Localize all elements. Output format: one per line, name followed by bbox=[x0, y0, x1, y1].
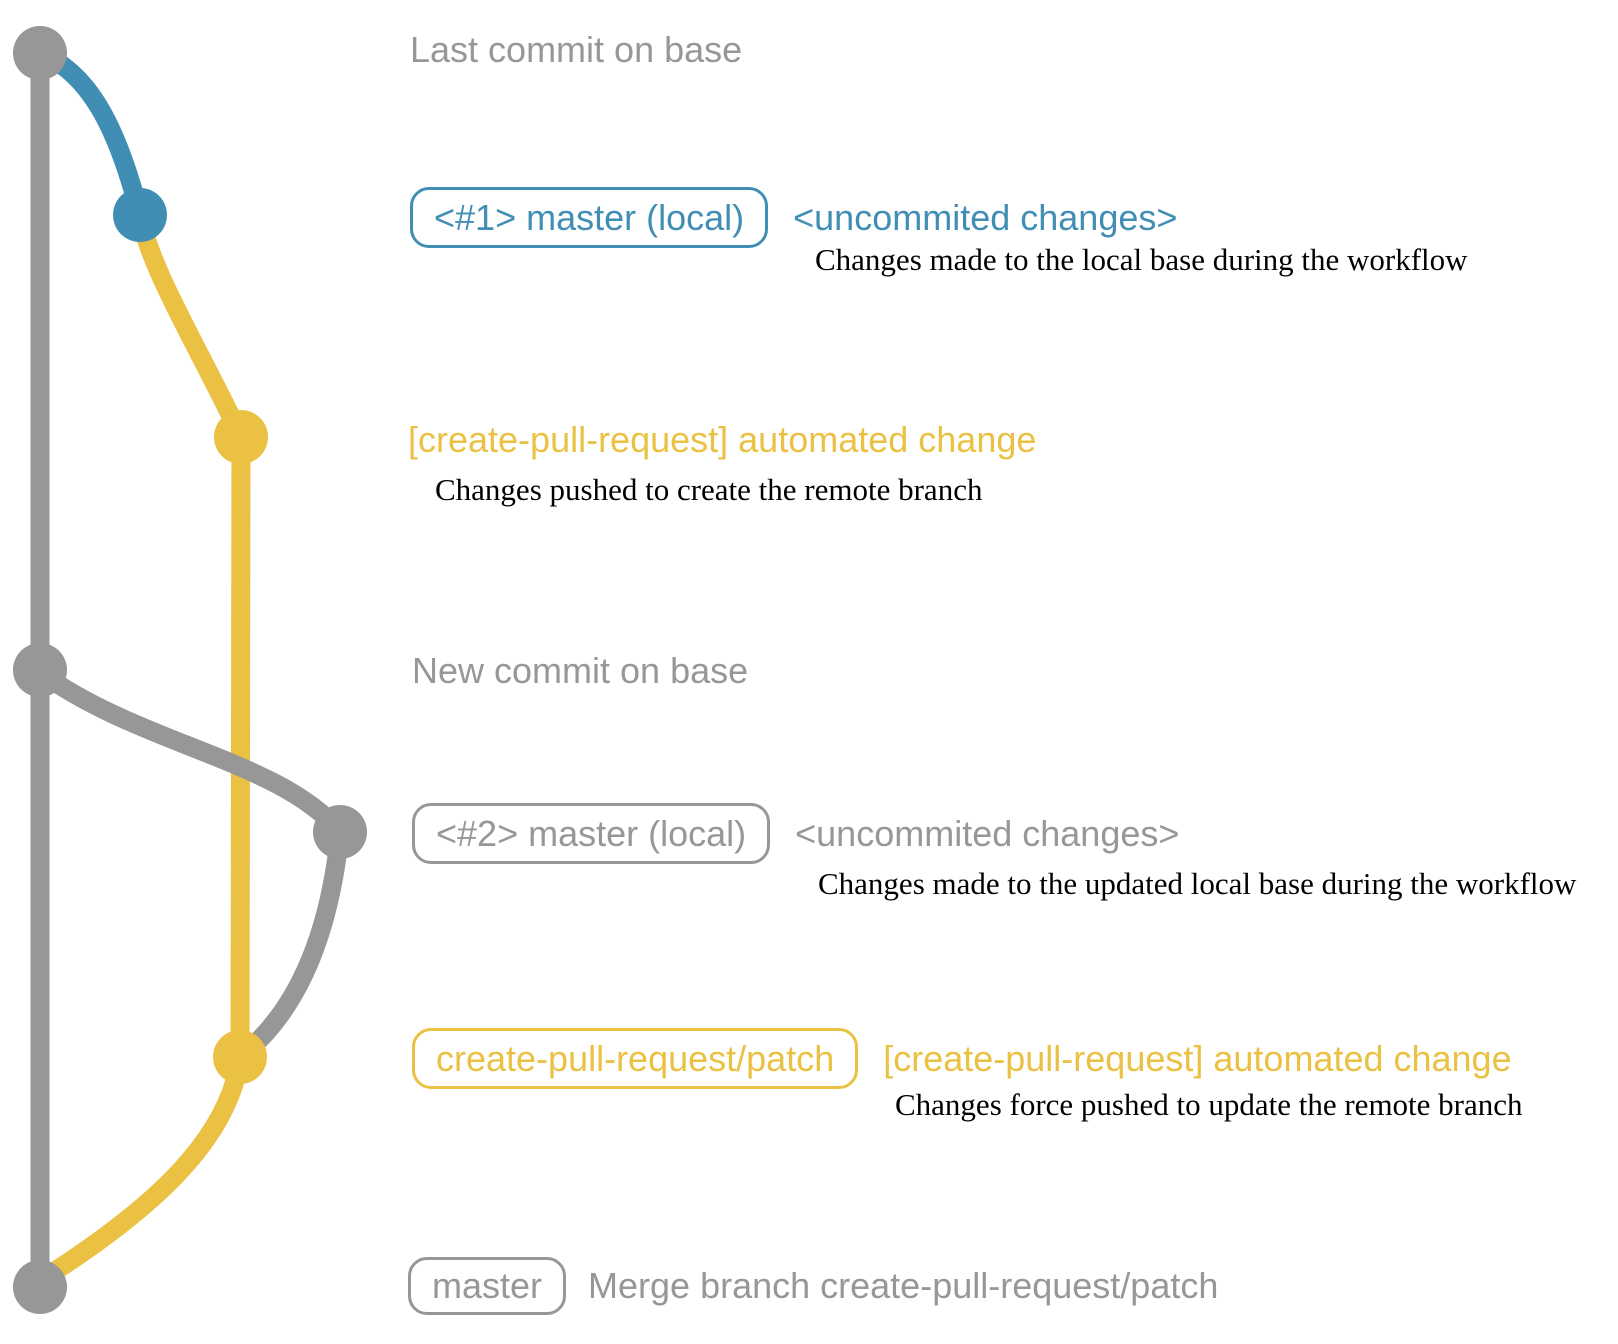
patch-branch-curve-top bbox=[130, 205, 251, 447]
commit1-description: Changes made to the local base during th… bbox=[815, 242, 1468, 277]
master-branch-badge: master bbox=[408, 1257, 567, 1315]
local-master1-branch-curve bbox=[30, 43, 150, 225]
new-commit-on-base-label: New commit on base bbox=[412, 650, 749, 691]
patch-branch-line bbox=[230, 427, 251, 1067]
master2-branch-badge: <#2> master (local) bbox=[412, 803, 771, 864]
push2-description: Changes force pushed to update the remot… bbox=[895, 1087, 1523, 1122]
commit-dot-local-master2 bbox=[313, 805, 367, 859]
uncommited-changes2-label: <uncommited changes> bbox=[795, 812, 1180, 854]
patch-branch-badge: create-pull-request/patch bbox=[412, 1028, 859, 1089]
merge-row: master Merge branch create-pull-request/… bbox=[408, 1257, 1218, 1315]
automated-change1-label: [create-pull-request] automated change bbox=[408, 419, 1037, 460]
push2-row: create-pull-request/patch [create-pull-r… bbox=[412, 1028, 1512, 1089]
commit-dot-local-master1 bbox=[113, 188, 167, 242]
merge-commit-label: Merge branch create-pull-request/patch bbox=[588, 1265, 1219, 1306]
local-master2-force-push-curve bbox=[230, 822, 350, 1067]
master1-branch-badge: <#1> master (local) bbox=[410, 187, 769, 248]
push1-description: Changes pushed to create the remote bran… bbox=[435, 472, 983, 507]
last-commit-on-base-label: Last commit on base bbox=[410, 29, 743, 70]
commit-dot-new-base bbox=[13, 643, 67, 697]
commit1-row: <#1> master (local) <uncommited changes> bbox=[410, 187, 1177, 248]
commit-dot-patch-push1 bbox=[214, 410, 268, 464]
automated-change2-label: [create-pull-request] automated change bbox=[883, 1037, 1512, 1079]
commit-dot-merge bbox=[13, 1260, 67, 1314]
patch-branch-merge-curve bbox=[31, 1047, 250, 1290]
commit-dot-last-base bbox=[13, 26, 67, 80]
uncommited-changes1-label: <uncommited changes> bbox=[793, 196, 1178, 238]
commit-dot-patch-push2 bbox=[213, 1030, 267, 1084]
commit2-description: Changes made to the updated local base d… bbox=[818, 866, 1577, 901]
local-master2-branch-curve bbox=[30, 662, 350, 842]
commit2-row: <#2> master (local) <uncommited changes> bbox=[412, 803, 1179, 864]
